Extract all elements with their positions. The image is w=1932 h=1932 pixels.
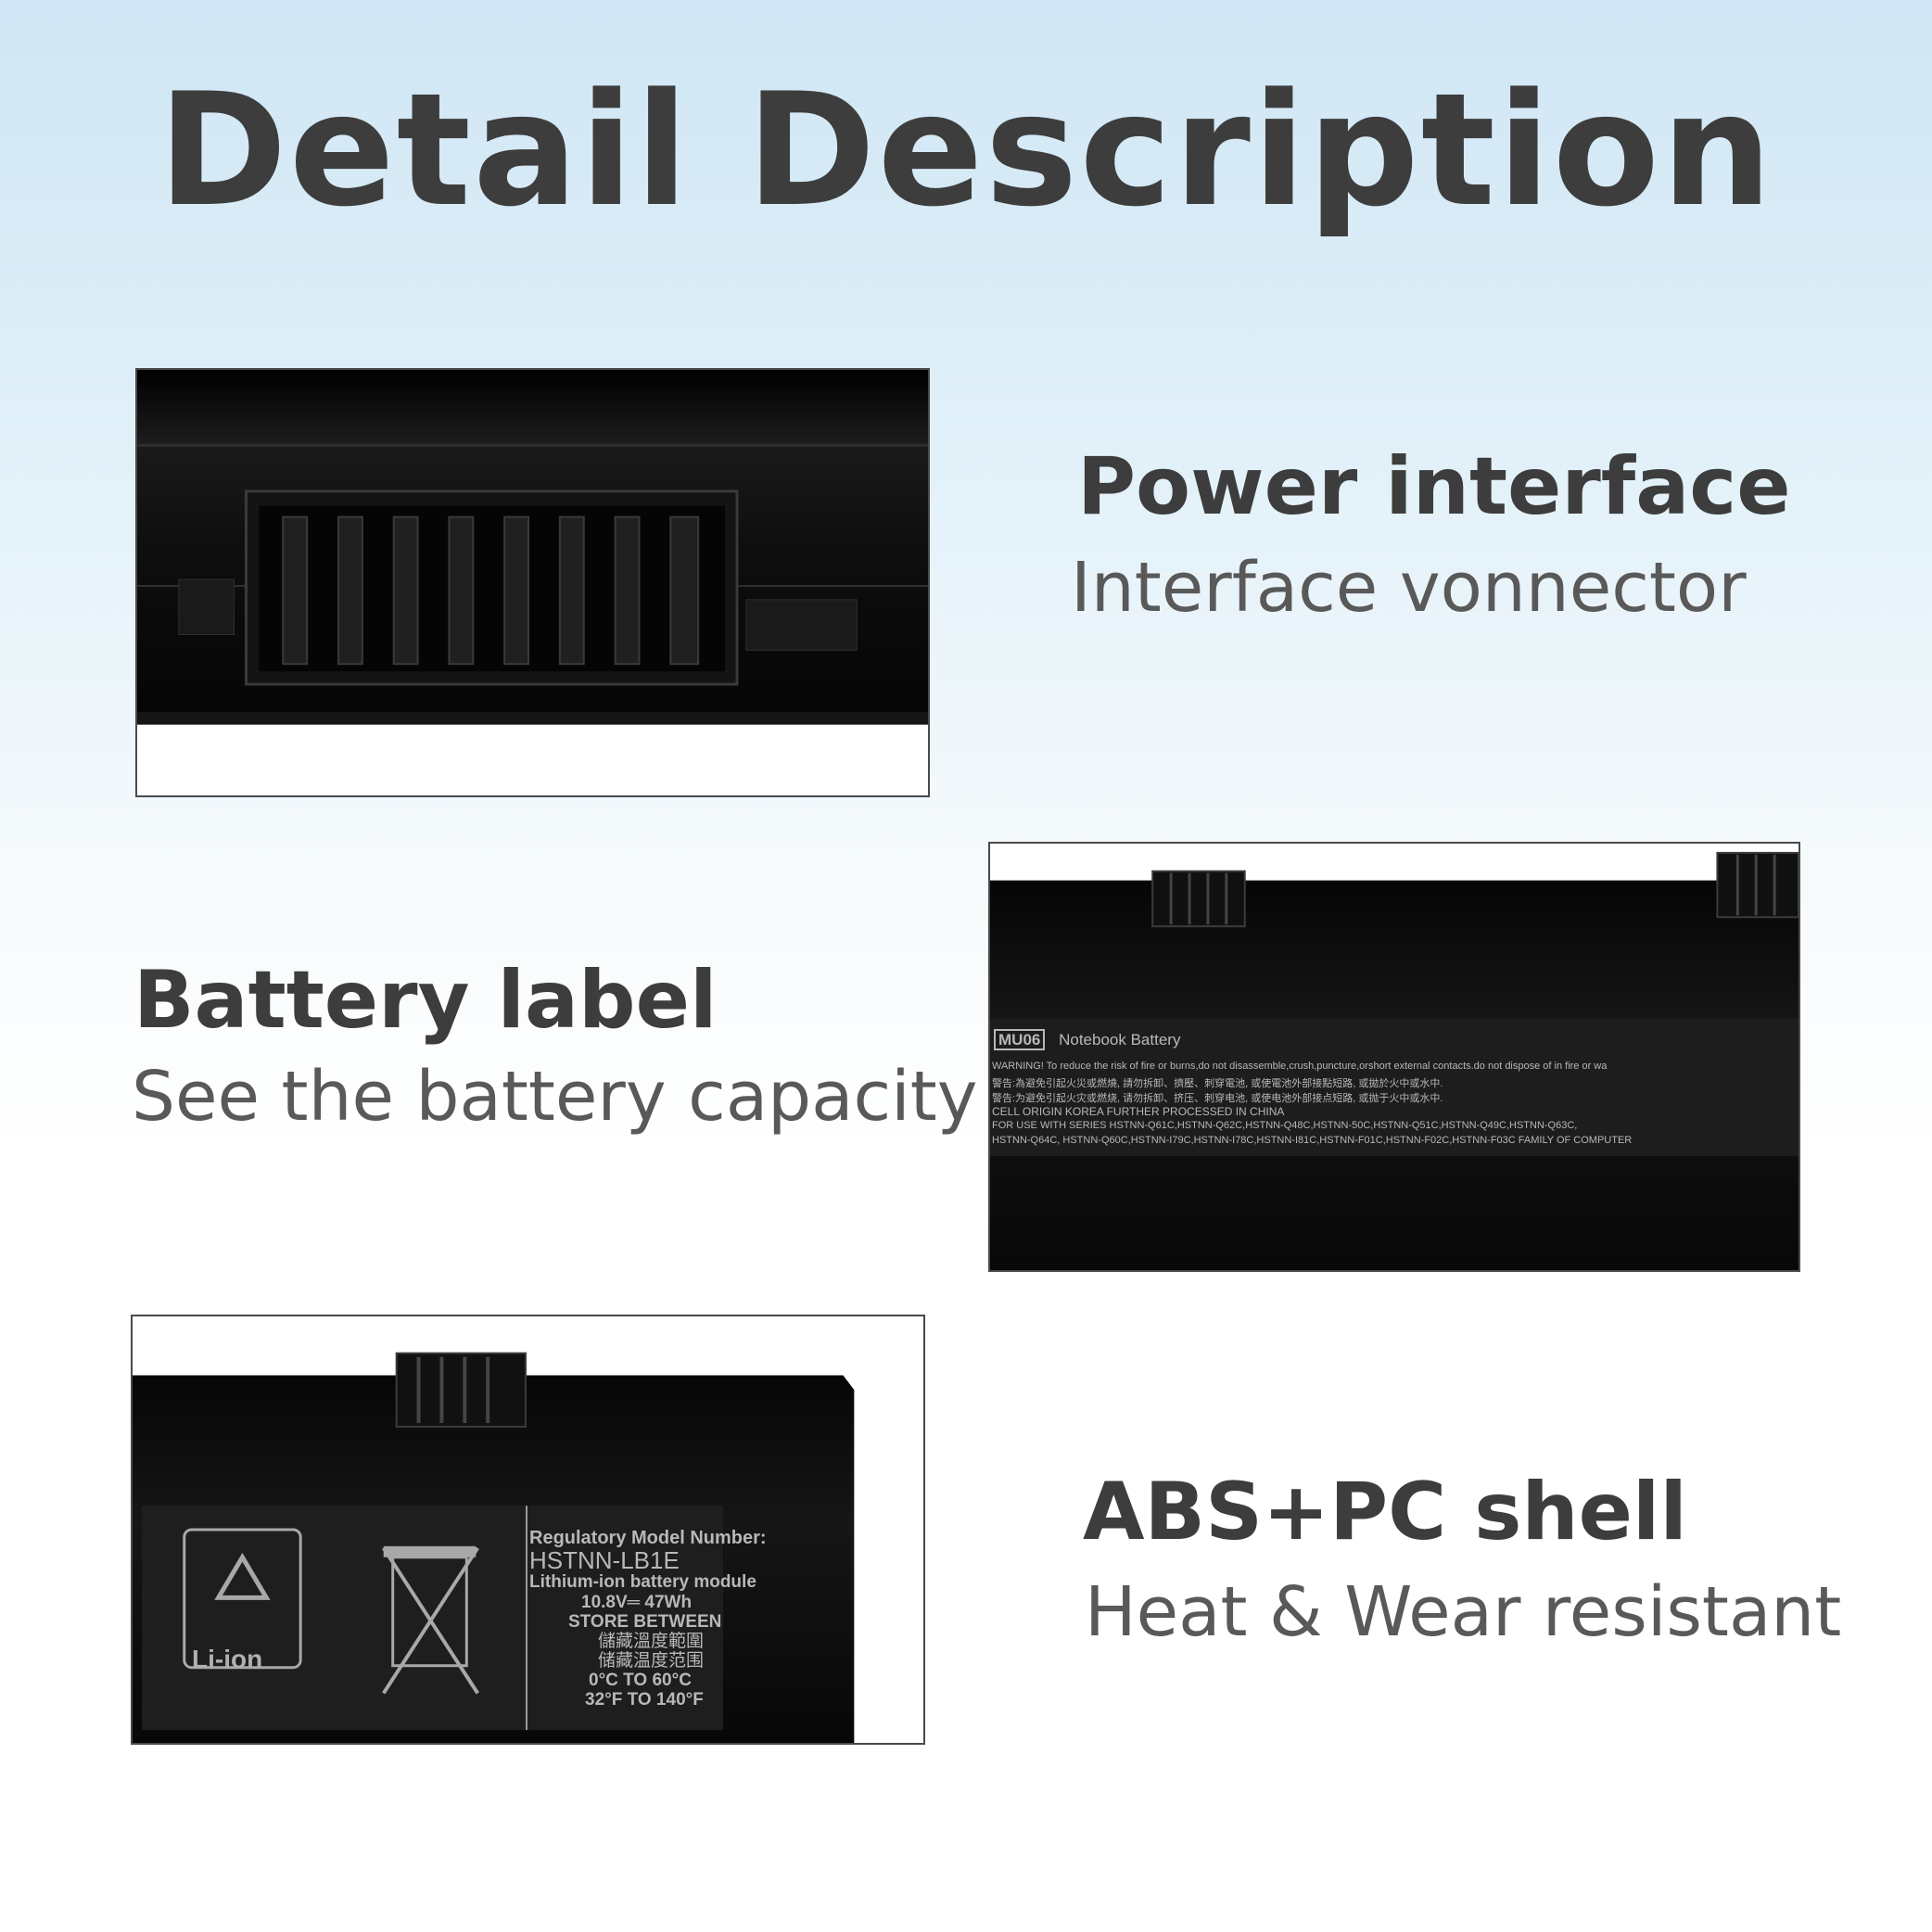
feature-heading: Battery label [133,954,718,1047]
shell-line: 10.8V═ 47Wh [581,1593,693,1612]
feature-subtitle: Heat & Wear resistant [1085,1572,1842,1652]
shell-line: 儲藏溫度範圍 [598,1632,705,1651]
label-name: Notebook Battery [1059,1031,1181,1049]
battery-label-photo: MU06 Notebook Battery WARNING! To reduce… [988,842,1800,1272]
shell-photo: Li-ion Regulatory Model Number: HSTNN-LB… [131,1315,925,1745]
shell-line: HSTNN-LB1E [529,1546,680,1574]
feature-subtitle: Interface vonnector [1071,548,1747,628]
shell-line: STORE BETWEEN [568,1612,722,1632]
shell-line: Regulatory Model Number: [529,1528,767,1548]
shell-line: Lithium-ion battery module [529,1572,756,1592]
label-line: CELL ORIGIN KOREA FURTHER PROCESSED IN C… [992,1105,1285,1118]
connector-photo [135,368,930,797]
label-line: 警告:為避免引起火災或燃燒, 請勿拆卸、擠壓、刺穿電池, 或使電池外部接點短路,… [992,1078,1443,1089]
label-line: 警告:为避免引起火灾或燃烧, 请勿拆卸、挤压、刺穿电池, 或使电池外部接点短路,… [992,1093,1443,1104]
label-line: HSTNN-Q64C, HSTNN-Q60C,HSTNN-I79C,HSTNN-… [992,1135,1633,1146]
feature-heading: ABS+PC shell [1083,1466,1687,1558]
recycle-label: Li-ion [192,1645,263,1673]
shell-line: 32°F TO 140°F [585,1690,704,1710]
label-model: MU06 [994,1029,1046,1050]
shell-line: 0°C TO 60°C [589,1671,692,1690]
feature-subtitle: See the battery capacity [132,1057,978,1137]
page-title: Detail Description [158,59,1774,241]
feature-heading: Power interface [1077,440,1791,533]
label-line: WARNING! To reduce the risk of fire or b… [992,1061,1608,1072]
shell-line: 储藏温度范围 [598,1651,705,1671]
label-line: FOR USE WITH SERIES HSTNN-Q61C,HSTNN-Q62… [992,1120,1578,1131]
